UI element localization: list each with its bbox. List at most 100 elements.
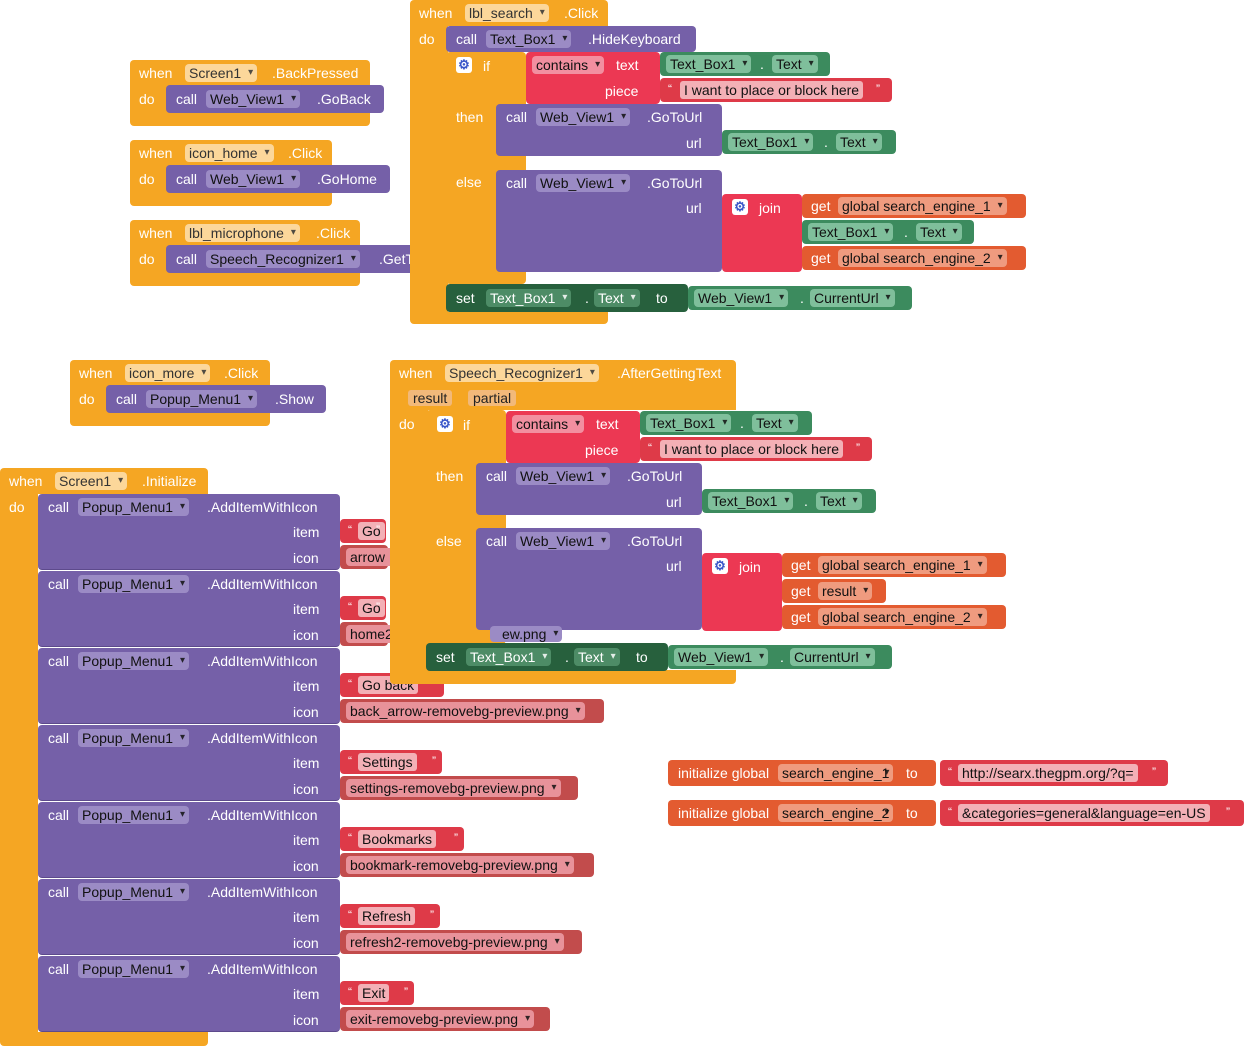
textbox-getter[interactable]: Text_Box1 . Text xyxy=(660,52,830,76)
component-dropdown[interactable]: Screen1 xyxy=(185,64,258,82)
property-dropdown[interactable]: Text xyxy=(836,133,882,151)
component-dropdown[interactable]: Popup_Menu1 xyxy=(78,806,190,824)
contains-block[interactable]: contains text piece xyxy=(506,411,640,463)
string-block[interactable]: “ &categories=general&language=en-US ” xyxy=(940,800,1244,826)
get-var-block[interactable]: get result xyxy=(782,579,886,603)
asset-dropdown[interactable]: arrow xyxy=(346,548,402,566)
call-block-gotourl-else[interactable]: call Web_View1 .GoToUrl url xyxy=(476,528,702,630)
component-dropdown[interactable]: Text_Box1 xyxy=(486,30,572,48)
gear-icon[interactable]: ⚙ xyxy=(732,199,748,215)
call-block-show[interactable]: call Popup_Menu1 .Show xyxy=(106,385,326,413)
property-dropdown[interactable]: Text xyxy=(916,223,962,241)
icon-asset-dropdown-block[interactable]: back_arrow-removebg-preview.png xyxy=(340,699,604,723)
global-var-block[interactable]: initialize global search_engine_1 to xyxy=(668,760,936,786)
icon-asset-dropdown-block[interactable]: arrow xyxy=(340,545,402,569)
property-dropdown[interactable]: Text xyxy=(594,289,640,307)
asset-dropdown[interactable]: back_arrow-removebg-preview.png xyxy=(346,702,585,720)
event-block-after-getting-text[interactable]: when Speech_Recognizer1 .AfterGettingTex… xyxy=(390,360,736,410)
component-dropdown[interactable]: lbl_microphone xyxy=(185,224,300,242)
call-block-gotourl-else[interactable]: call Web_View1 .GoToUrl url xyxy=(496,170,722,272)
textbox-getter[interactable]: Text_Box1 . Text xyxy=(802,220,974,244)
string-block[interactable]: “Go” xyxy=(340,519,386,543)
component-dropdown[interactable]: Popup_Menu1 xyxy=(78,729,190,747)
param-partial[interactable]: partial xyxy=(468,390,517,406)
component-dropdown[interactable]: Text_Box1 xyxy=(808,223,894,241)
variable-dropdown[interactable]: global search_engine_2 xyxy=(818,608,987,626)
component-dropdown[interactable]: Text_Box1 xyxy=(466,648,552,666)
join-block[interactable]: ⚙ join xyxy=(702,553,782,631)
component-dropdown[interactable]: Text_Box1 xyxy=(486,289,572,307)
item-text[interactable]: Bookmarks xyxy=(358,830,437,848)
webview-getter[interactable]: Web_View1 . CurrentUrl xyxy=(668,645,892,669)
join-block[interactable]: ⚙ join xyxy=(722,194,802,272)
variable-name-field[interactable]: search_engine_1 xyxy=(778,764,894,782)
string-block[interactable]: “ http://searx.thegpm.org/?q= ” xyxy=(940,760,1168,786)
set-property-block[interactable]: set Text_Box1 . Text to xyxy=(446,284,688,312)
set-property-block[interactable]: set Text_Box1 . Text to xyxy=(426,643,668,671)
variable-dropdown[interactable]: global search_engine_2 xyxy=(838,249,1007,267)
icon-asset-dropdown-block[interactable]: refresh2-removebg-preview.png xyxy=(340,930,582,954)
component-dropdown[interactable]: Text_Box1 xyxy=(708,492,794,510)
webview-getter[interactable]: Web_View1 . CurrentUrl xyxy=(688,286,912,310)
call-block-gohome[interactable]: call Web_View1 .GoHome xyxy=(166,165,390,193)
gear-icon[interactable]: ⚙ xyxy=(712,558,728,574)
call-block-gotourl-then[interactable]: call Web_View1 .GoToUrl url xyxy=(496,104,722,156)
component-dropdown[interactable]: Popup_Menu1 xyxy=(78,652,190,670)
string-block[interactable]: “Refresh” xyxy=(340,904,440,928)
get-var-block[interactable]: get global search_engine_1 xyxy=(782,553,1006,577)
global-var-block[interactable]: initialize global search_engine_2 to xyxy=(668,800,936,826)
string-block[interactable]: “ I want to place or block here ” xyxy=(660,78,892,102)
variable-dropdown[interactable]: global search_engine_1 xyxy=(838,197,1007,215)
component-dropdown[interactable]: Web_View1 xyxy=(536,174,631,192)
variable-name-field[interactable]: search_engine_2 xyxy=(778,804,894,822)
component-dropdown[interactable]: icon_home xyxy=(185,144,274,162)
component-dropdown[interactable]: Speech_Recognizer1 xyxy=(206,250,360,268)
item-text[interactable]: Go xyxy=(358,599,385,617)
component-dropdown[interactable]: Text_Box1 xyxy=(666,55,752,73)
variable-dropdown[interactable]: global search_engine_1 xyxy=(818,556,987,574)
textbox-getter[interactable]: Text_Box1 . Text xyxy=(702,489,876,513)
string-block[interactable]: “ I want to place or block here ” xyxy=(640,437,872,461)
component-dropdown[interactable]: Popup_Menu1 xyxy=(78,960,190,978)
property-dropdown[interactable]: Text xyxy=(816,492,862,510)
gear-icon[interactable]: ⚙ xyxy=(456,57,472,73)
asset-dropdown[interactable]: refresh2-removebg-preview.png xyxy=(346,933,564,951)
string-block[interactable]: “Settings” xyxy=(340,750,442,774)
component-dropdown[interactable]: Text_Box1 xyxy=(646,414,732,432)
component-dropdown[interactable]: Popup_Menu1 xyxy=(78,883,190,901)
item-text[interactable]: Exit xyxy=(358,984,390,1002)
property-dropdown[interactable]: Text xyxy=(574,648,620,666)
string-block[interactable]: “Bookmarks” xyxy=(340,827,464,851)
asset-dropdown[interactable]: bookmark-removebg-preview.png xyxy=(346,856,574,874)
item-text[interactable]: Refresh xyxy=(358,907,416,925)
component-dropdown[interactable]: Web_View1 xyxy=(674,648,769,666)
component-dropdown[interactable]: Popup_Menu1 xyxy=(78,498,190,516)
icon-asset-dropdown-block[interactable]: exit-removebg-preview.png xyxy=(340,1007,550,1031)
item-text[interactable]: Settings xyxy=(358,753,417,771)
get-var-block[interactable]: get global search_engine_1 xyxy=(802,194,1026,218)
contains-block[interactable]: contains text piece xyxy=(526,52,660,104)
string-block[interactable]: “Go” xyxy=(340,596,386,620)
property-dropdown[interactable]: Text xyxy=(772,55,818,73)
component-dropdown[interactable]: Popup_Menu1 xyxy=(146,390,258,408)
string-value[interactable]: http://searx.thegpm.org/?q= xyxy=(958,764,1138,782)
gear-icon[interactable]: ⚙ xyxy=(437,416,453,432)
component-dropdown[interactable]: Web_View1 xyxy=(516,467,611,485)
component-dropdown[interactable]: Text_Box1 xyxy=(728,133,814,151)
component-dropdown[interactable]: Web_View1 xyxy=(206,170,301,188)
property-dropdown[interactable]: CurrentUrl xyxy=(790,648,875,666)
contains-dropdown[interactable]: contains xyxy=(532,56,605,74)
component-dropdown[interactable]: Screen1 xyxy=(55,472,128,490)
call-block-goback[interactable]: call Web_View1 .GoBack xyxy=(166,85,384,113)
get-var-block[interactable]: get global search_engine_2 xyxy=(802,246,1026,270)
icon-asset-dropdown-block[interactable]: home2 xyxy=(340,622,409,646)
asset-dropdown[interactable]: exit-removebg-preview.png xyxy=(346,1010,535,1028)
component-dropdown[interactable]: Web_View1 xyxy=(206,90,301,108)
string-value[interactable]: I want to place or block here xyxy=(660,440,844,458)
